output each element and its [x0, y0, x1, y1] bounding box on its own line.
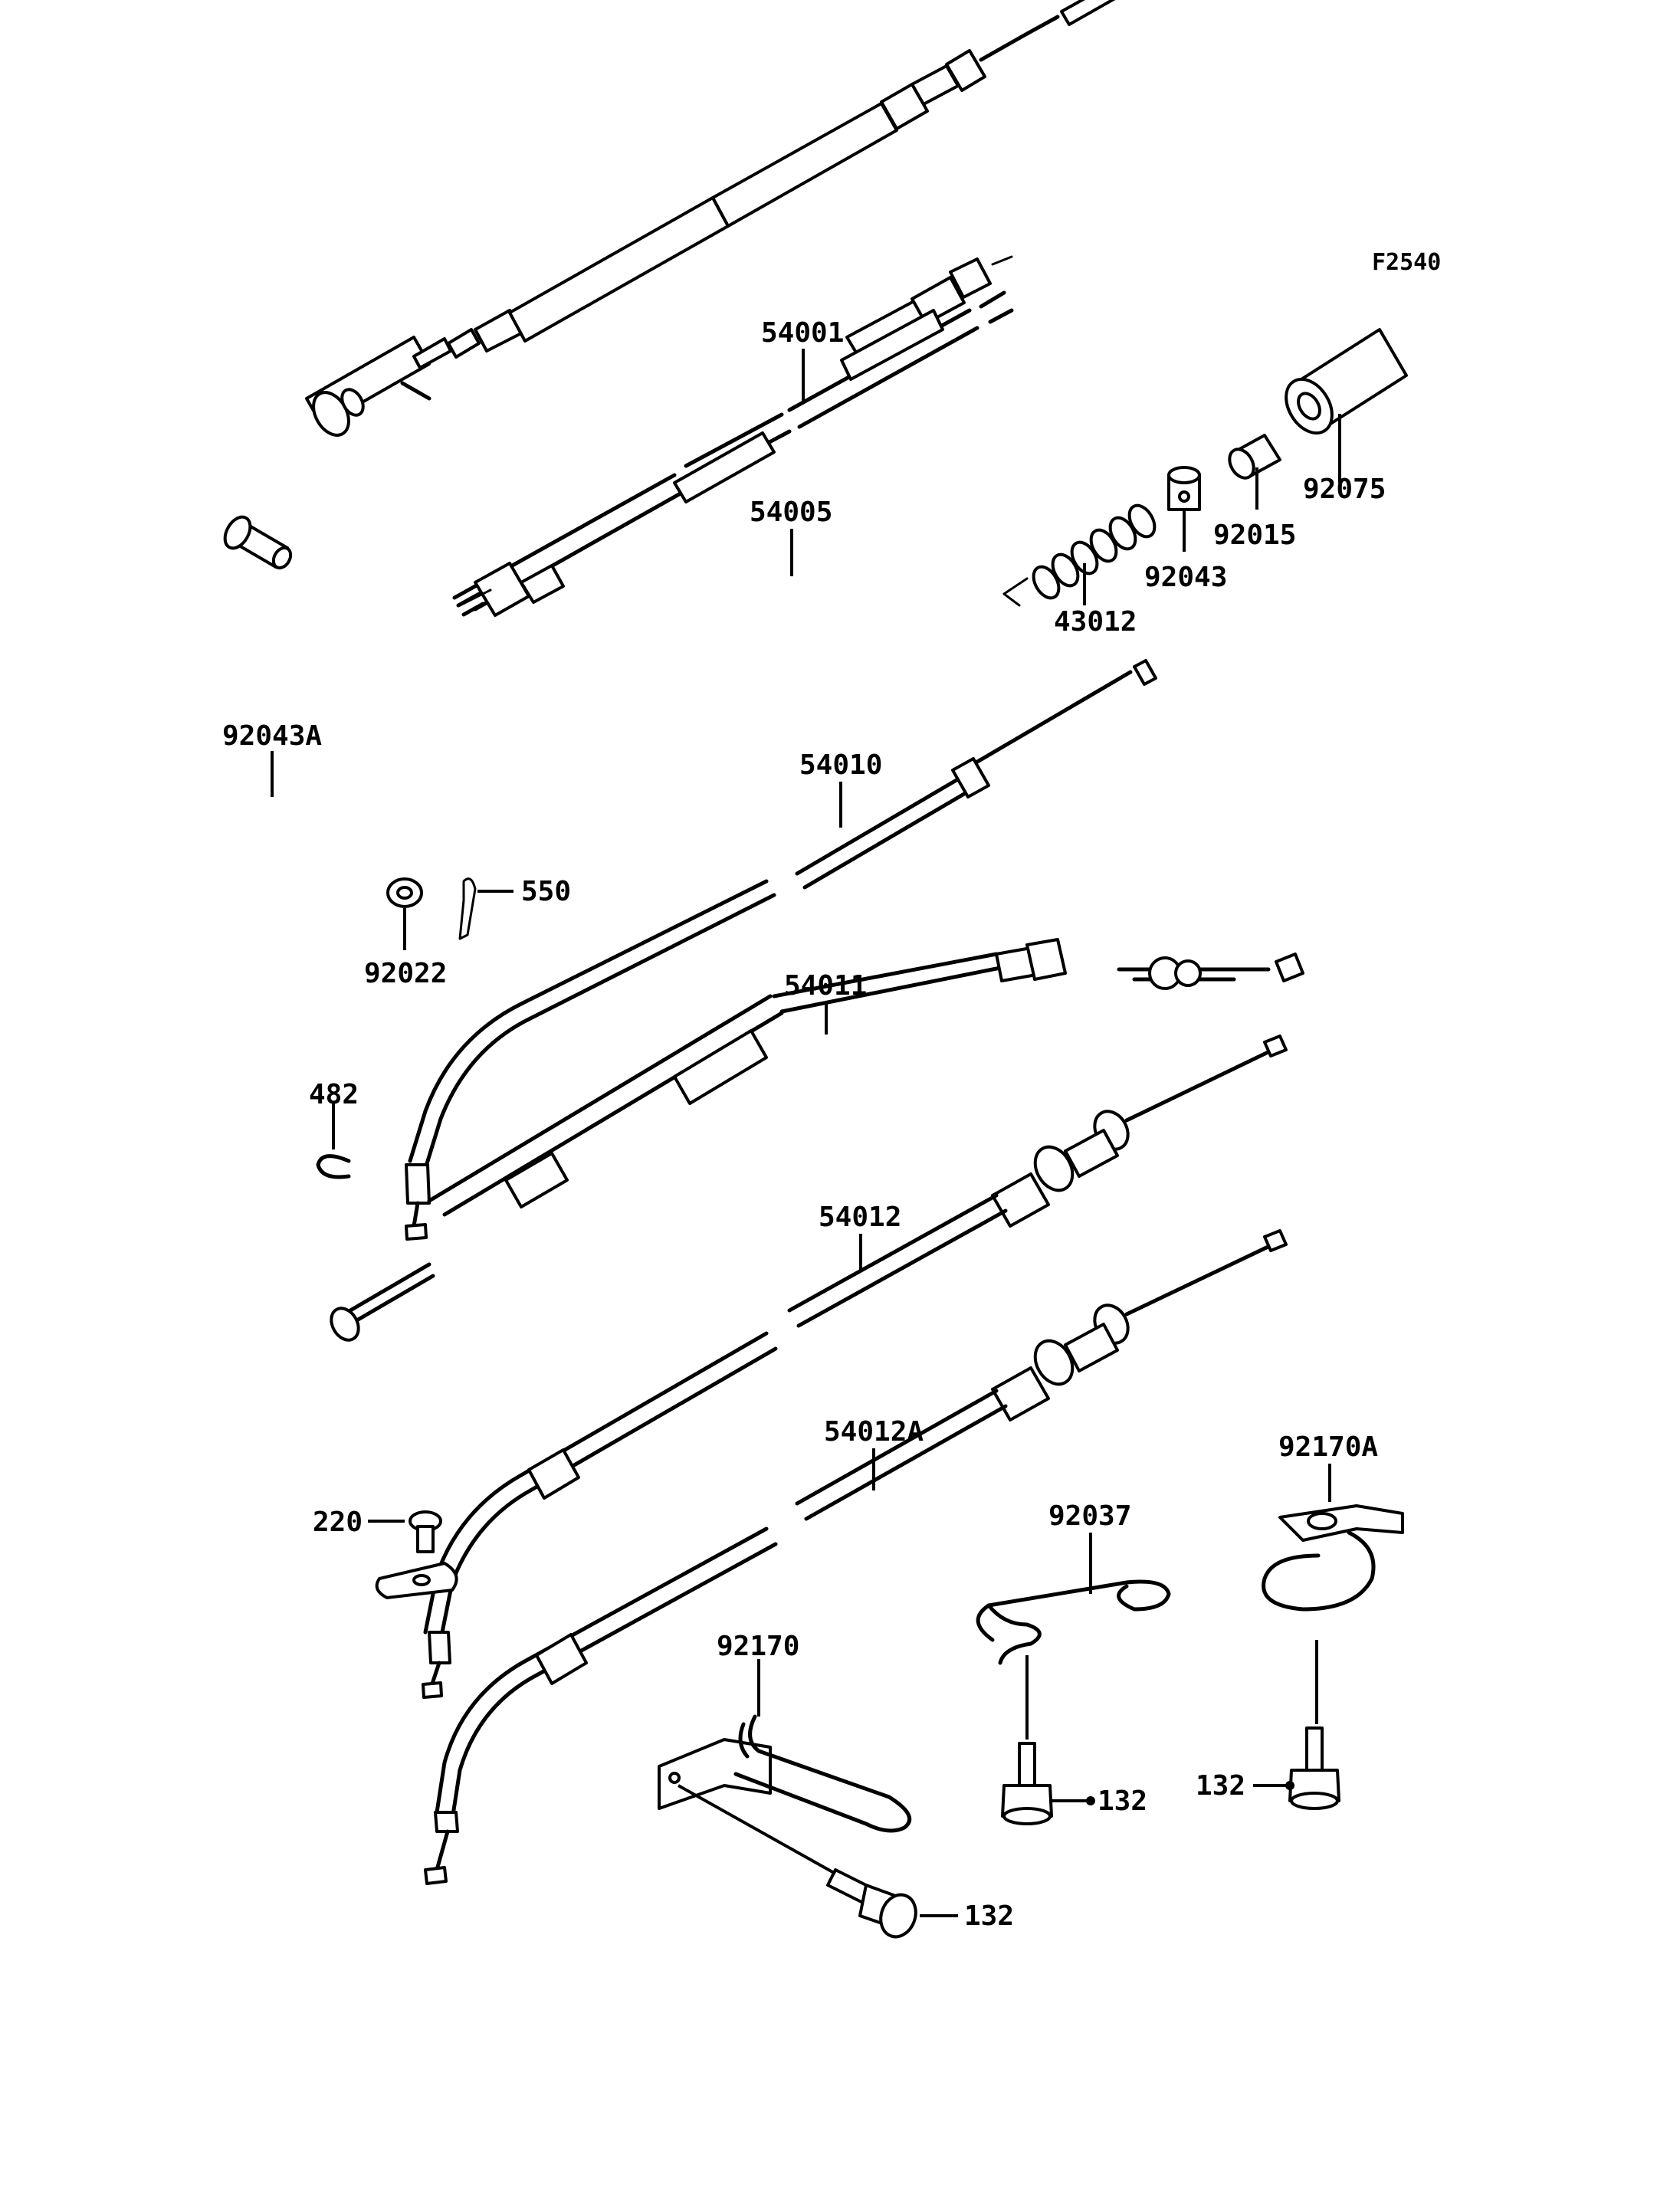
- cable-54011[interactable]: [326, 938, 1304, 1345]
- label-92043A: 92043A: [222, 720, 322, 752]
- label-92022: 92022: [364, 958, 447, 989]
- callout-labels: 54001 54005 92075 92015 92043 43012 9204…: [222, 317, 1386, 1932]
- part-220[interactable]: [375, 1510, 458, 1599]
- part-92075[interactable]: [1277, 328, 1408, 441]
- label-550: 550: [521, 876, 571, 907]
- label-54010: 54010: [799, 749, 882, 781]
- part-92043A[interactable]: [220, 513, 294, 571]
- bolt-132-a[interactable]: [1001, 1742, 1053, 1825]
- label-132-b: 132: [1196, 1770, 1245, 1802]
- label-482: 482: [309, 1079, 359, 1110]
- part-92170A[interactable]: [1262, 1504, 1404, 1612]
- part-92022[interactable]: [386, 877, 423, 908]
- part-550[interactable]: [458, 877, 477, 940]
- cable-54010[interactable]: [405, 659, 1157, 1241]
- label-92075: 92075: [1303, 474, 1386, 505]
- label-132-c: 132: [964, 1900, 1014, 1932]
- part-482[interactable]: [316, 1154, 351, 1179]
- cable-54001-break: [673, 309, 944, 503]
- label-43012: 43012: [1054, 606, 1137, 638]
- label-132-a: 132: [1098, 1785, 1147, 1817]
- part-92037[interactable]: [976, 1579, 1171, 1665]
- label-54012: 54012: [819, 1202, 901, 1233]
- leader-lines: [271, 349, 1341, 1917]
- label-92043: 92043: [1144, 562, 1227, 593]
- bolt-132-b[interactable]: [1288, 1726, 1340, 1810]
- cable-54012[interactable]: [422, 1035, 1288, 1699]
- part-92170[interactable]: [658, 1714, 912, 1833]
- label-92015: 92015: [1213, 520, 1296, 551]
- label-54001: 54001: [761, 317, 844, 349]
- label-92170: 92170: [717, 1631, 799, 1662]
- cable-54005[interactable]: [305, 0, 1312, 441]
- cable-54001[interactable]: [452, 255, 1014, 617]
- label-54011: 54011: [784, 970, 867, 1002]
- label-92037: 92037: [1048, 1500, 1131, 1532]
- label-54005: 54005: [750, 497, 832, 528]
- label-220: 220: [313, 1507, 363, 1538]
- part-43012[interactable]: [1002, 501, 1160, 607]
- bolt-132-c[interactable]: [826, 1868, 921, 1942]
- cable-54012A[interactable]: [424, 1229, 1288, 1885]
- figure-code: F2540: [1372, 249, 1441, 276]
- part-92043[interactable]: [1167, 466, 1201, 511]
- label-54012A: 54012A: [824, 1416, 924, 1448]
- label-92170A: 92170A: [1278, 1431, 1378, 1463]
- part-92015[interactable]: [1225, 434, 1281, 482]
